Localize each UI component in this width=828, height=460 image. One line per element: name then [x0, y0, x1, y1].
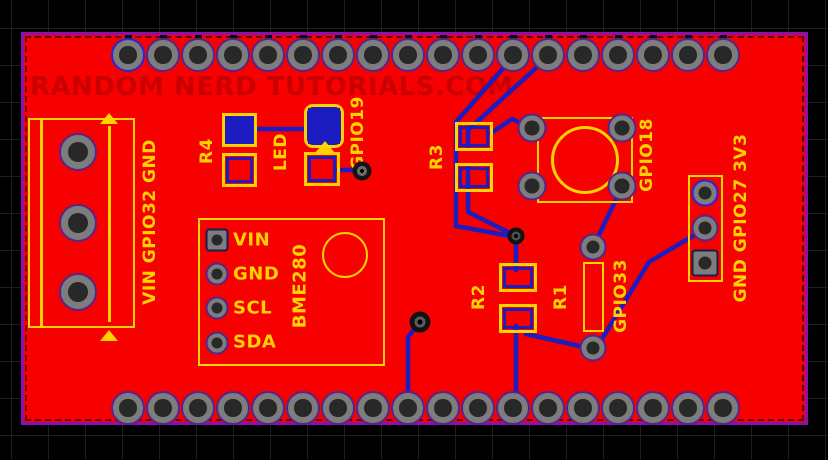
button-pad[interactable] [607, 171, 637, 201]
button-pad[interactable] [517, 113, 547, 143]
bottom-pin-pad[interactable] [461, 391, 495, 425]
terminal-arrow-icon [100, 113, 118, 124]
bottom-pin-pad[interactable] [566, 391, 600, 425]
top-pin-pad[interactable] [531, 38, 565, 72]
button-outline[interactable] [537, 117, 633, 203]
led-pad[interactable] [304, 152, 340, 186]
bottom-pin-pad[interactable] [671, 391, 705, 425]
bme280-gnd-pad[interactable] [205, 262, 229, 286]
via[interactable] [507, 227, 525, 245]
r1-pad[interactable] [579, 334, 607, 362]
r3-pad[interactable] [455, 122, 493, 151]
top-pin-pad[interactable] [496, 38, 530, 72]
top-pin-pad[interactable] [461, 38, 495, 72]
top-pin-pad[interactable] [601, 38, 635, 72]
button-cap-circle[interactable] [551, 126, 619, 194]
top-pin-pad[interactable] [146, 38, 180, 72]
top-pin-pad[interactable] [181, 38, 215, 72]
bottom-pin-pad[interactable] [181, 391, 215, 425]
bme280-pin-label: VIN [233, 229, 271, 251]
right-terminal-label: GND GPIO27 3V3 [731, 133, 751, 303]
left-terminal-outline[interactable] [28, 118, 135, 328]
terminal-arrow-icon [100, 330, 118, 341]
r3-ref-label: R3 [427, 144, 447, 170]
bme280-outline[interactable] [198, 218, 385, 366]
bottom-pin-pad[interactable] [636, 391, 670, 425]
left-terminal-pad[interactable] [59, 204, 97, 242]
bottom-pin-pad[interactable] [426, 391, 460, 425]
top-pin-pad[interactable] [111, 38, 145, 72]
test-point-pad[interactable] [352, 161, 372, 181]
top-pin-pad[interactable] [426, 38, 460, 72]
bme280-pin-label: SCL [233, 297, 273, 319]
bme280-scl-pad[interactable] [205, 296, 229, 320]
bottom-pin-pad[interactable] [321, 391, 355, 425]
button-pad[interactable] [607, 113, 637, 143]
bottom-pin-pad[interactable] [391, 391, 425, 425]
left-terminal-label: VIN GPIO32 GND [140, 139, 160, 305]
top-pin-pad[interactable] [321, 38, 355, 72]
top-pin-pad[interactable] [216, 38, 250, 72]
r2-pad[interactable] [499, 304, 537, 333]
bottom-pin-pad[interactable] [496, 391, 530, 425]
bottom-pin-pad[interactable] [706, 391, 740, 425]
bottom-pin-pad[interactable] [146, 391, 180, 425]
bme280-pin-label: GND [233, 263, 280, 285]
gpio33-net-label: GPIO33 [611, 259, 631, 333]
right-terminal-outline[interactable] [688, 175, 723, 282]
bottom-pin-pad[interactable] [531, 391, 565, 425]
gpio18-net-label: GPIO18 [637, 118, 657, 192]
bottom-pin-pad[interactable] [356, 391, 390, 425]
right-terminal-pad[interactable] [691, 249, 719, 277]
right-terminal-pad[interactable] [691, 179, 719, 207]
top-pin-pad[interactable] [636, 38, 670, 72]
top-pin-pad[interactable] [251, 38, 285, 72]
top-pin-pad[interactable] [566, 38, 600, 72]
bme280-pin-label: SDA [233, 331, 277, 353]
r1-pad[interactable] [579, 233, 607, 261]
r2-ref-label: R2 [469, 284, 489, 310]
bme280-vin-pad[interactable] [205, 228, 229, 252]
left-terminal-pad[interactable] [59, 273, 97, 311]
left-terminal-pad[interactable] [59, 133, 97, 171]
bme280-ref-label: BME280 [289, 243, 311, 329]
via[interactable] [409, 311, 431, 333]
r4-pad[interactable] [222, 113, 257, 147]
led-polarity-triangle-icon [315, 141, 335, 153]
top-pin-pad[interactable] [671, 38, 705, 72]
top-pin-pad[interactable] [391, 38, 425, 72]
left-terminal-silk-line [108, 126, 111, 322]
top-pin-pad[interactable] [356, 38, 390, 72]
bme280-sda-pad[interactable] [205, 331, 229, 355]
right-terminal-pad[interactable] [691, 214, 719, 242]
bottom-pin-pad[interactable] [286, 391, 320, 425]
r3-pad[interactable] [455, 163, 493, 192]
bottom-pin-pad[interactable] [251, 391, 285, 425]
bottom-pin-pad[interactable] [216, 391, 250, 425]
r1-body-outline[interactable] [583, 262, 604, 332]
watermark-text: RANDOM NERD TUTORIALS.COM [30, 72, 514, 102]
r1-ref-label: R1 [551, 284, 571, 310]
bottom-pin-pad[interactable] [111, 391, 145, 425]
led-ref-label: LED [271, 132, 291, 172]
r4-ref-label: R4 [197, 138, 217, 164]
gpio19-net-label: GPIO19 [348, 96, 368, 170]
button-pad[interactable] [517, 171, 547, 201]
top-pin-pad[interactable] [286, 38, 320, 72]
top-pin-pad[interactable] [706, 38, 740, 72]
bottom-pin-pad[interactable] [601, 391, 635, 425]
bme280-sensor-circle [322, 232, 368, 278]
left-terminal-silk-line [40, 118, 43, 328]
r2-pad[interactable] [499, 263, 537, 292]
r4-pad[interactable] [222, 153, 257, 187]
